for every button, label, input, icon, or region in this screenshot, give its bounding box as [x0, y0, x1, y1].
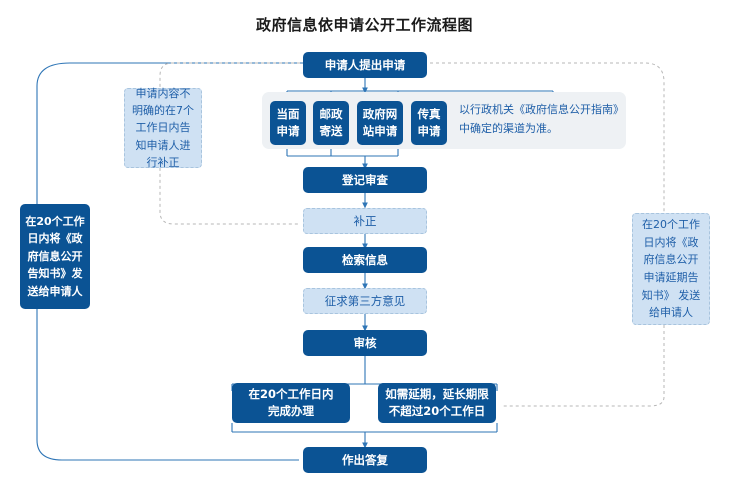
node-end-reply[interactable]: 作出答复	[303, 447, 427, 473]
node-branch-extension[interactable]: 如需延期，延长期限 不超过20个工作日	[378, 383, 496, 423]
note-notice-20days: 在20个工作 日内将《政 府信息公开 告知书》发 送给申请人	[20, 204, 90, 309]
node-step-retrieve-info[interactable]: 检索信息	[303, 247, 427, 273]
node-channel-postal[interactable]: 邮政 寄送	[313, 101, 349, 145]
channels-group-note: 以行政机关《政府信息公开指南》 中确定的渠道为准。	[459, 103, 624, 136]
node-step-registration-review[interactable]: 登记审查	[303, 167, 427, 193]
note-correction-7days: 申请内容不 明确的在7个 工作日内告 知申请人进 行补正	[124, 87, 202, 169]
node-step-review[interactable]: 审核	[303, 330, 427, 356]
node-start[interactable]: 申请人提出申请	[303, 52, 427, 78]
node-step-third-party-opinion[interactable]: 征求第三方意见	[303, 288, 427, 314]
node-channel-in-person[interactable]: 当面 申请	[270, 101, 306, 145]
page-title: 政府信息依申请公开工作流程图	[255, 16, 473, 34]
note-extension-20days: 在20个工作 日内将《政 府信息公开 申请延期告 知书》 发送 给申请人	[632, 213, 710, 325]
node-channel-fax[interactable]: 传真 申请	[411, 101, 447, 145]
node-branch-complete-20days[interactable]: 在20个工作日内 完成办理	[232, 383, 350, 423]
node-step-correction[interactable]: 补正	[303, 208, 427, 234]
node-channel-website[interactable]: 政府网 站申请	[357, 101, 403, 145]
